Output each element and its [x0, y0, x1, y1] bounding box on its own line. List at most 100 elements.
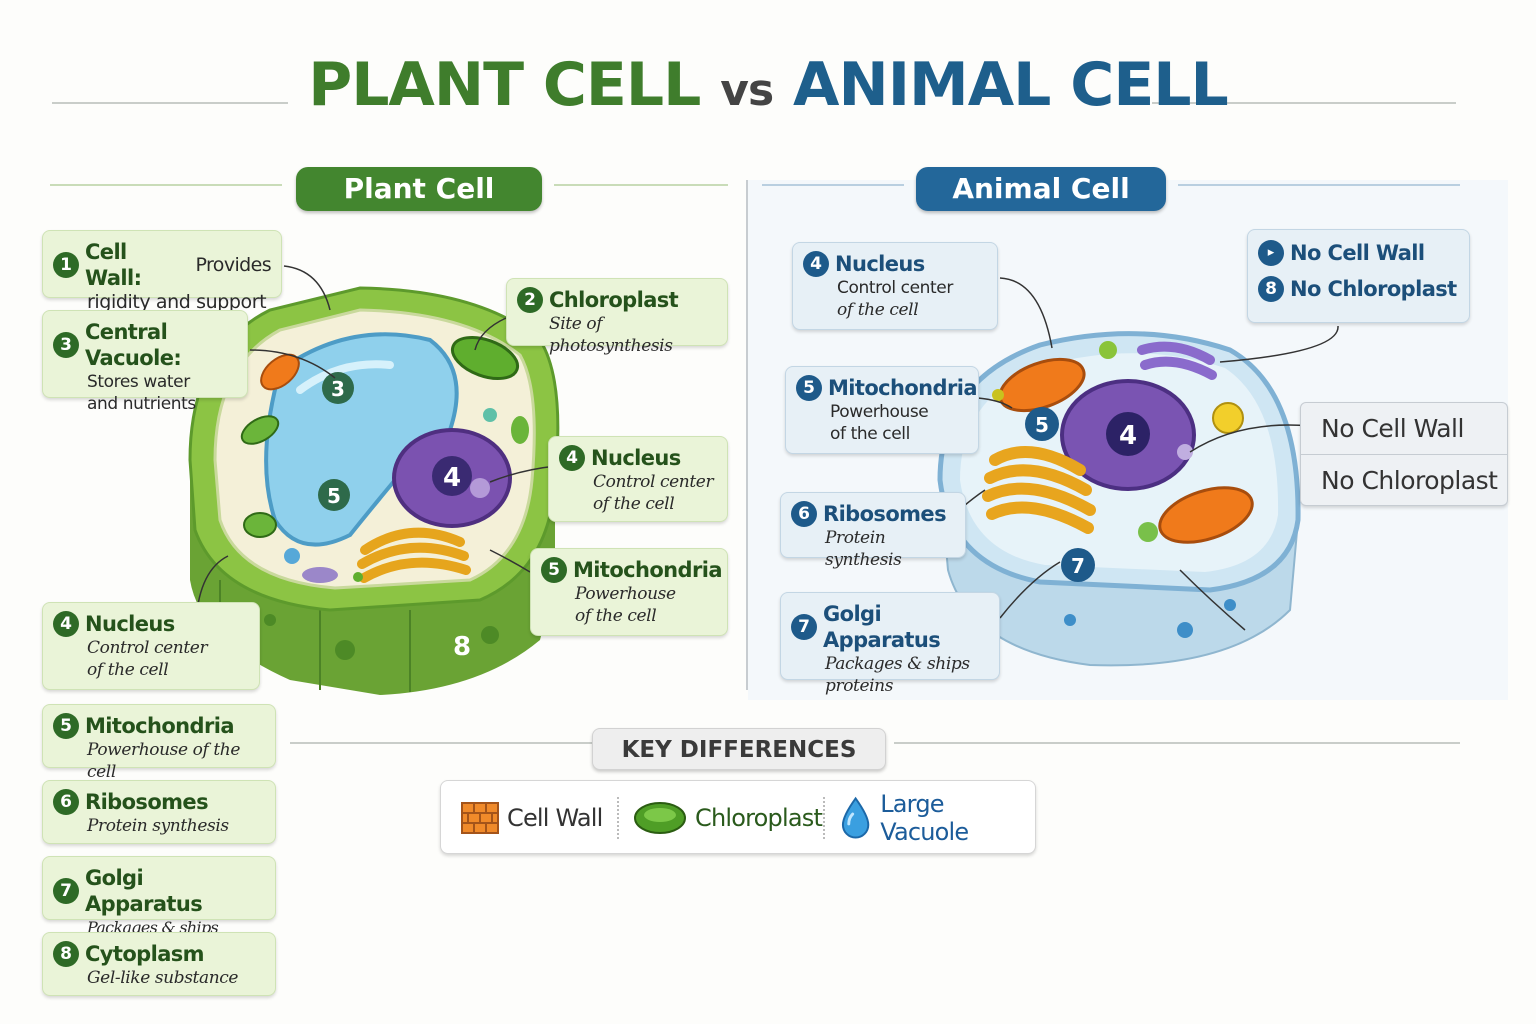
label-desc: Packages & ships: [825, 654, 970, 674]
label-desc-2: of the cell: [87, 660, 169, 680]
key-item-chloroplast: Chloroplast: [633, 781, 823, 855]
label-name: Ribosomes: [85, 790, 209, 814]
number-badge: 7: [53, 878, 79, 904]
plant-marker-4: 4: [432, 456, 472, 496]
number-badge: 4: [53, 611, 79, 637]
animal-cell-illustration: 4 5 7: [937, 331, 1301, 667]
label-name: Chloroplast: [549, 288, 679, 312]
svg-text:4: 4: [443, 463, 461, 493]
number-badge: 8: [53, 941, 79, 967]
label-desc: Powerhouse: [575, 584, 676, 604]
label-desc: Gel-like substance: [87, 968, 239, 988]
number-badge: 6: [53, 789, 79, 815]
label-name: Mitochondria: [573, 558, 723, 582]
svg-text:3: 3: [331, 377, 345, 401]
key-differences-legend: Cell Wall Chloroplast Large Vacuole: [440, 780, 1036, 854]
key-differences-heading: KEY DIFFERENCES: [592, 728, 886, 770]
label-desc: Control center: [837, 278, 953, 298]
plant-header-rule-right: [554, 184, 728, 186]
label-desc: Control center: [593, 472, 714, 492]
animal-header-rule-left: [762, 184, 904, 186]
key-separator: [617, 797, 619, 839]
number-badge: 2: [517, 287, 543, 313]
number-badge: 5: [796, 375, 822, 401]
key-item-large-vacuole: Large Vacuole: [839, 781, 1035, 855]
label-desc-2: rigidity and support: [87, 291, 267, 313]
number-badge: 1: [53, 252, 79, 278]
panel-divider: [746, 180, 748, 690]
key-label: Chloroplast: [695, 804, 823, 832]
label-name: Ribosomes: [823, 502, 947, 526]
label-desc-2: of the cell: [837, 300, 919, 320]
number-badge: 5: [53, 713, 79, 739]
animal-header-rule-right: [1178, 184, 1460, 186]
plant-cell-illustration: 3 5 4 8: [188, 286, 560, 695]
animal-absent-box: No Cell Wall No Chloroplast: [1300, 402, 1508, 506]
number-badge: 4: [559, 445, 585, 471]
plant-golgi: [357, 527, 471, 583]
svg-text:7: 7: [1071, 554, 1085, 578]
plant-marker-5: 5: [318, 479, 350, 511]
title-vs: vs: [720, 65, 774, 116]
label-name: Nucleus: [85, 612, 175, 636]
plant-chloroplast: [450, 335, 520, 381]
label-name: Mitochondria: [828, 376, 978, 400]
animal-golgi: [982, 446, 1096, 534]
label-desc-2: proteins: [825, 676, 894, 696]
animal-marker-5: 5: [1025, 407, 1059, 441]
svg-text:8: 8: [453, 632, 471, 662]
label-desc: Protein synthesis: [825, 528, 902, 570]
key-label: Cell Wall: [507, 804, 603, 832]
number-badge: 4: [803, 251, 829, 277]
key-item-cell-wall: Cell Wall: [461, 781, 603, 855]
label-desc: Protein synthesis: [87, 816, 229, 836]
label-desc: Site of photosynthesis: [549, 314, 673, 356]
svg-text:4: 4: [1119, 421, 1137, 451]
number-badge: 6: [791, 501, 817, 527]
number-badge: 5: [541, 557, 567, 583]
label-desc-2: of the cell: [575, 606, 657, 626]
label-name: Cytoplasm: [85, 942, 205, 966]
label-name: Nucleus: [835, 252, 925, 276]
animal-cell-header: Animal Cell: [916, 167, 1166, 211]
label-name: Mitochondria: [85, 714, 235, 738]
brick-wall-icon: [461, 802, 499, 834]
animal-marker-7: 7: [1061, 548, 1095, 582]
title-animal: ANIMAL CELL: [793, 50, 1229, 120]
key-rule-right: [894, 742, 1460, 744]
plant-header-rule-left: [50, 184, 282, 186]
svg-text:5: 5: [327, 484, 341, 508]
label-desc: Stores water: [87, 372, 190, 392]
plant-marker-3: 3: [322, 372, 354, 404]
label-desc-2: and nutrients: [87, 394, 196, 414]
play-icon: ▸: [1258, 240, 1284, 266]
title-rule-left: [52, 102, 288, 104]
number-badge: 3: [53, 332, 79, 358]
label-desc: Control center: [87, 638, 208, 658]
label-desc-2: of the cell: [593, 494, 675, 514]
title-rule-right: [1152, 102, 1456, 104]
number-badge: 7: [791, 614, 817, 640]
number-badge: 8: [1258, 276, 1284, 302]
label-name: Nucleus: [591, 446, 681, 470]
page-title: PLANT CELL vs ANIMAL CELL: [0, 50, 1536, 120]
label-name: Central Vacuole:: [85, 320, 182, 370]
label-desc: Powerhouse: [830, 402, 929, 422]
svg-text:5: 5: [1035, 413, 1049, 437]
label-name: No Chloroplast: [1290, 277, 1457, 301]
label-name: Golgi Apparatus: [85, 866, 203, 916]
animal-vesicles: [1137, 341, 1217, 380]
label-desc-2: of the cell: [830, 424, 910, 444]
key-rule-left: [290, 742, 592, 744]
